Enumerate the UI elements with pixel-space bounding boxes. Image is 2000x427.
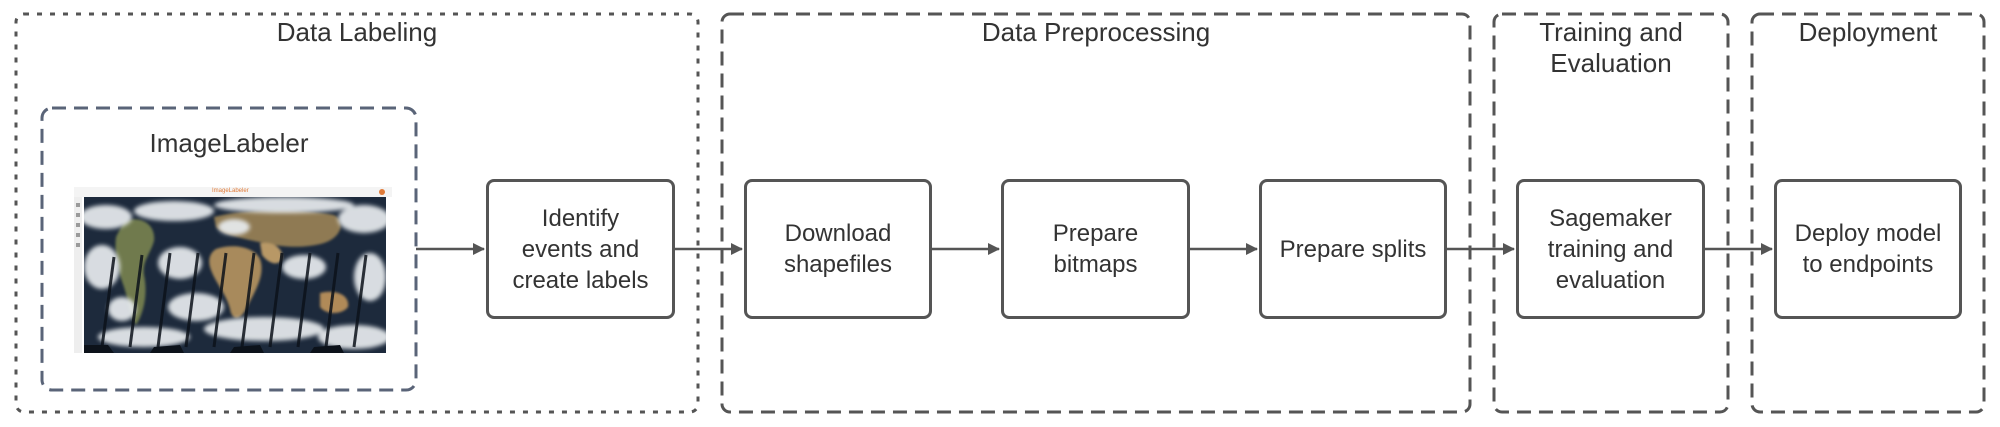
- step-label: Prepare splits: [1279, 235, 1427, 263]
- screenshot-tool-icon: [76, 233, 80, 237]
- step-label: Prepare bitmaps: [1052, 220, 1139, 278]
- group-frame-deployment: [1750, 12, 1986, 414]
- group-title-training-evaluation: Training and Evaluation: [1539, 17, 1683, 78]
- screenshot-tool-icon: [76, 223, 80, 227]
- step-sagemaker-training: Sagemaker training and evaluation: [1516, 179, 1705, 319]
- land-americas: [115, 219, 155, 325]
- step-prepare-bitmaps: Prepare bitmaps: [1001, 179, 1190, 319]
- group-frame-data-labeling: [14, 12, 700, 414]
- land-australia: [320, 291, 349, 313]
- screenshot-tool-icon: [76, 213, 80, 217]
- screenshot-sidebar: [74, 197, 82, 353]
- screenshot-app-name: ImageLabeler: [212, 188, 249, 194]
- step-label: Download shapefiles: [783, 220, 893, 278]
- step-label: Sagemaker training and evaluation: [1547, 204, 1674, 294]
- land-middle-east: [260, 242, 283, 264]
- step-identify-events: Identify events and create labels: [486, 179, 675, 319]
- group-title-deployment: Deployment: [1798, 17, 1938, 47]
- group-frame-training-evaluation: [1492, 12, 1730, 414]
- step-download-shapefiles: Download shapefiles: [744, 179, 932, 319]
- land-eurasia: [214, 209, 341, 247]
- satellite-world-map: [84, 197, 386, 353]
- step-label: Identify events and create labels: [512, 204, 649, 294]
- tool-frame-imagelabeler: [40, 106, 418, 392]
- screenshot-tool-icon: [76, 203, 80, 207]
- group-title-data-preprocessing: Data Preprocessing: [981, 17, 1211, 47]
- screenshot-tool-icon: [76, 243, 80, 247]
- group-title-data-labeling: Data Labeling: [276, 17, 438, 47]
- imagelabeler-screenshot: ImageLabeler: [74, 187, 392, 353]
- screenshot-toolbar: ImageLabeler: [74, 187, 392, 197]
- tool-title: ImageLabeler: [149, 128, 309, 158]
- screenshot-user-icon: [379, 189, 385, 195]
- step-deploy-model: Deploy model to endpoints: [1774, 179, 1962, 319]
- step-prepare-splits: Prepare splits: [1259, 179, 1447, 319]
- group-frame-data-preprocessing: [720, 12, 1472, 414]
- step-label: Deploy model to endpoints: [1794, 220, 1942, 278]
